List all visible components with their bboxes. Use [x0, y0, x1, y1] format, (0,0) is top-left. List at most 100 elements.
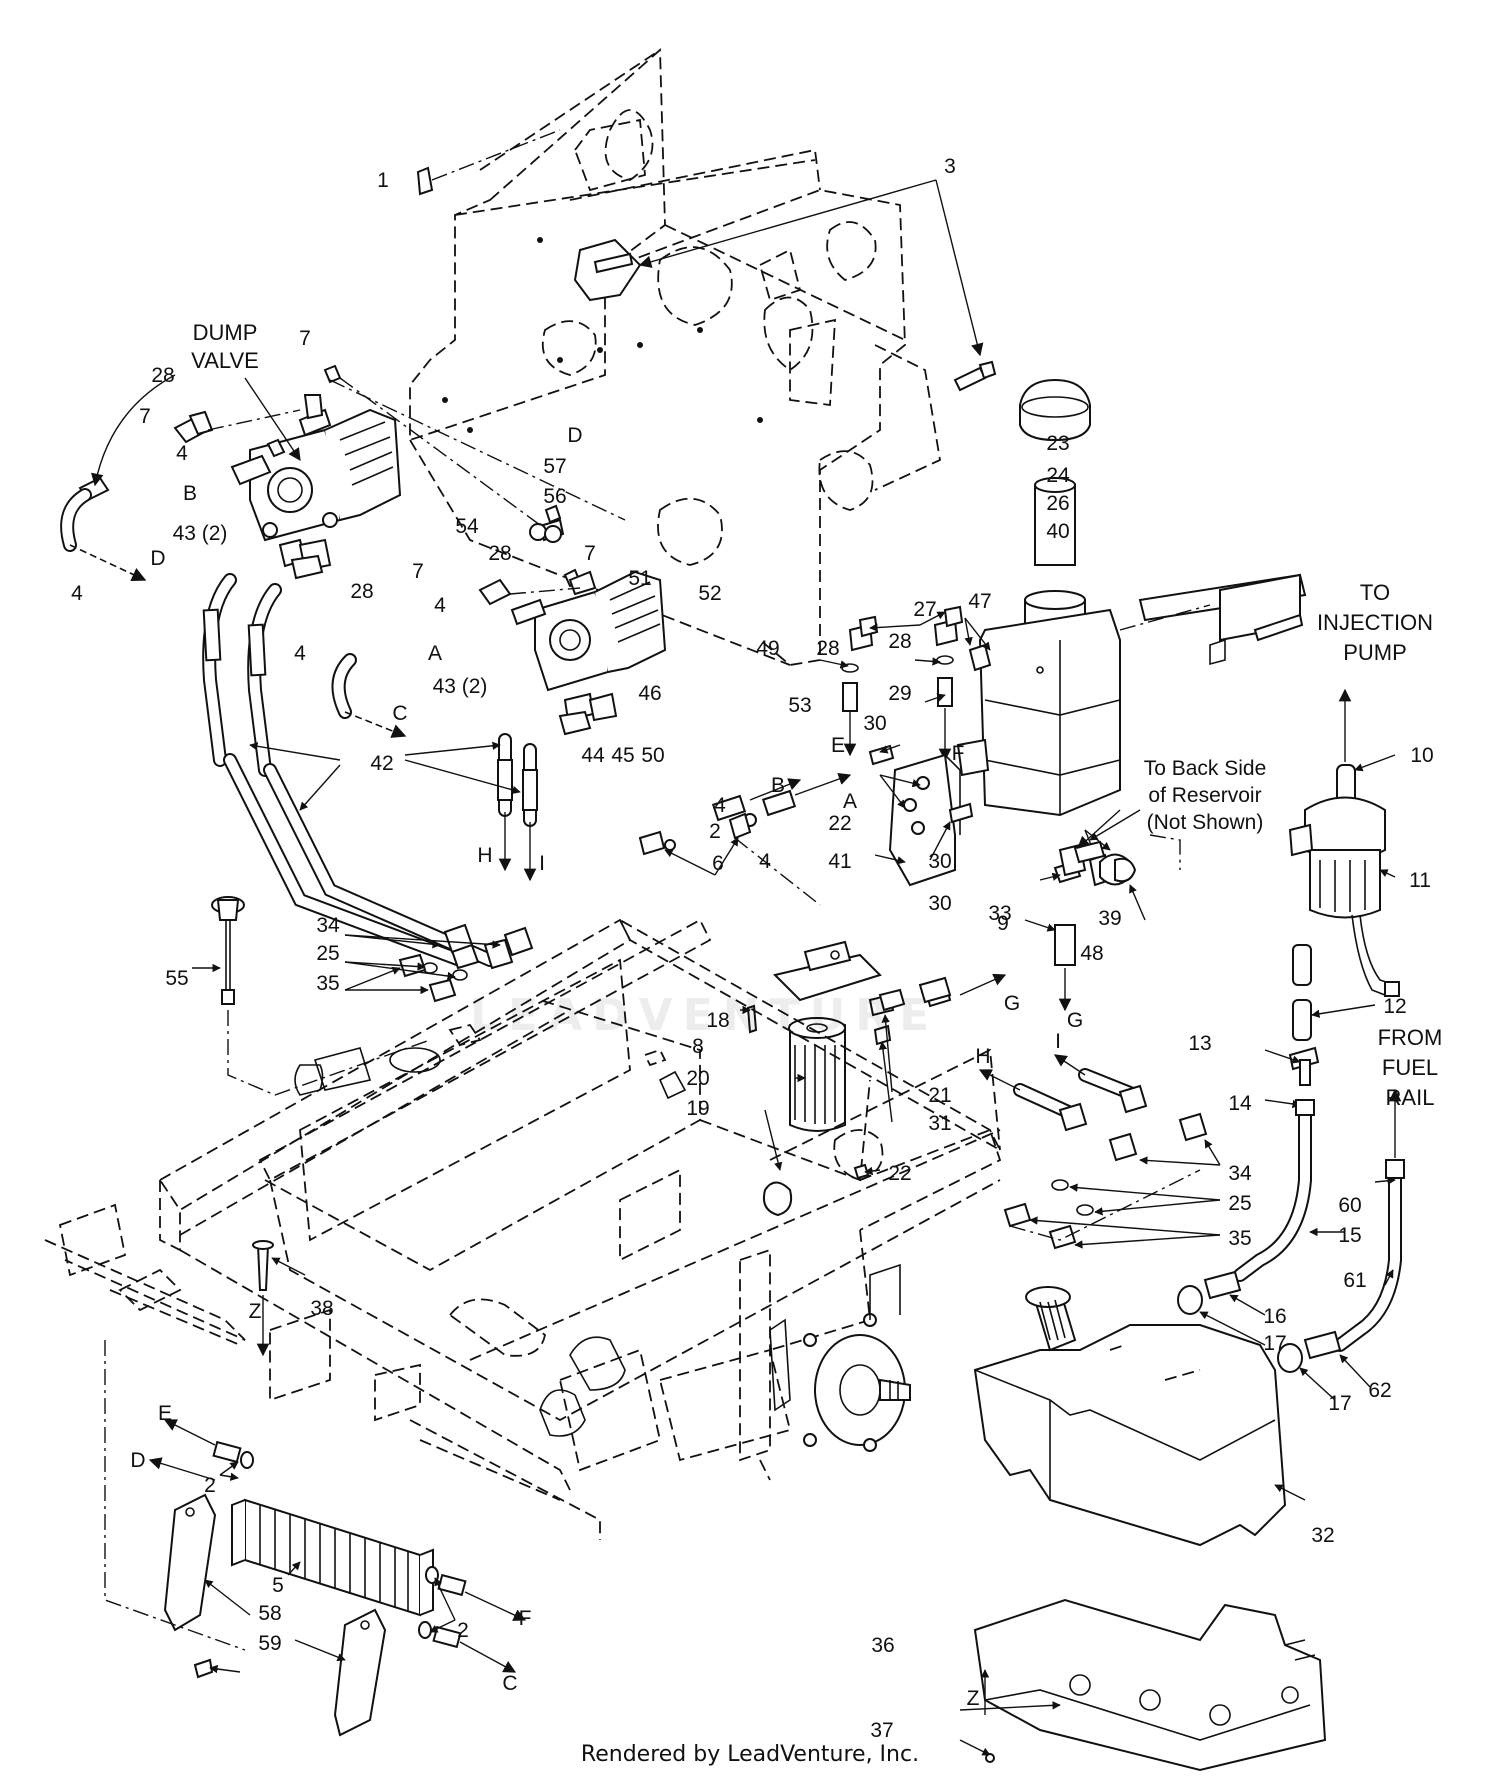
callout-label: 5 [272, 1574, 284, 1597]
fittings-34-25-35-left [344, 923, 534, 1003]
callout-label: 40 [1046, 520, 1069, 543]
callout-label: I [1055, 1030, 1061, 1053]
callout-label: H [477, 844, 492, 867]
from-fuel-label-1: FROM [1378, 1025, 1443, 1050]
callout-label: 7 [584, 542, 596, 565]
fitting-9-g [918, 809, 1181, 1012]
callout-label: 30 [863, 712, 886, 735]
text-labels: DUMP VALVE TO INJECTION PUMP FROM FUEL R… [191, 320, 1442, 1110]
callout-label: 28 [151, 364, 174, 387]
callout-label: 39 [1098, 907, 1121, 930]
callout-label: 2 [709, 820, 721, 843]
callout-label: 32 [1311, 1524, 1334, 1547]
callout-label: 24 [1046, 464, 1070, 487]
callout-label: 7 [139, 405, 151, 428]
center-fittings [638, 772, 852, 906]
callout-label: I [539, 852, 545, 875]
reservoir-bracket-40 [1119, 573, 1307, 666]
part-1-clip [416, 129, 561, 196]
callout-label: 28 [816, 637, 839, 660]
reservoir-fittings [819, 605, 991, 762]
callout-label: D [567, 424, 582, 447]
fuel-return-line [1333, 1088, 1405, 1352]
main-frame-bulkhead [409, 48, 942, 666]
back-side-label-1: To Back Side [1144, 757, 1267, 780]
hydraulic-pump-upper [249, 394, 402, 542]
callout-label: E [158, 1402, 172, 1425]
to-injection-label-2: INJECTION [1317, 610, 1433, 635]
callout-label: Z [967, 1687, 980, 1710]
callout-label: 12 [1383, 995, 1406, 1018]
callout-label: 28 [350, 580, 373, 603]
callout-label: 56 [543, 485, 566, 508]
back-side-label-2: of Reservoir [1148, 784, 1261, 807]
from-fuel-label-2: FUEL [1382, 1055, 1438, 1080]
callout-label: G [1004, 992, 1020, 1015]
callout-label: 52 [698, 582, 721, 605]
callout-label: 43 (2) [173, 522, 228, 545]
callout-label: 51 [628, 567, 651, 590]
dipstick-55 [192, 896, 431, 1096]
callout-label: 45 [611, 744, 634, 767]
callout-label: 28 [888, 630, 911, 653]
hose-4-left [60, 374, 176, 582]
callout-label: 23 [1046, 432, 1069, 455]
callout-label: 3 [944, 155, 956, 178]
callout-label: 15 [1338, 1224, 1361, 1247]
callout-label: 61 [1343, 1269, 1366, 1292]
callout-label: 48 [1080, 942, 1103, 965]
callout-label: E [831, 734, 845, 757]
callout-label: 50 [641, 744, 664, 767]
callout-label: 62 [1368, 1379, 1391, 1402]
hydraulic-hoses-h-i [249, 733, 538, 882]
callout-label: 46 [638, 682, 661, 705]
callout-label: 4 [294, 642, 306, 665]
callout-label: 54 [455, 515, 479, 538]
callout-label: 38 [310, 1297, 333, 1320]
reservoir-side-connector [1058, 809, 1121, 877]
bolt-38 [252, 1240, 306, 1357]
callout-label: 49 [756, 637, 779, 660]
callout-label: G [1067, 1009, 1083, 1032]
hydraulic-hoses-42 [202, 573, 514, 970]
callout-label: 19 [686, 1097, 709, 1120]
callout-label: 44 [581, 744, 605, 767]
callout-label: 25 [316, 942, 339, 965]
callout-label: 37 [870, 1719, 893, 1742]
callout-label: C [392, 702, 407, 725]
callout-label: 43 (2) [433, 675, 488, 698]
hydraulic-reservoir [956, 378, 1121, 817]
callout-label: H [975, 1045, 990, 1068]
callout-label: 57 [543, 455, 566, 478]
lower-chassis-frame [44, 917, 1003, 1540]
callout-label: C [502, 1672, 517, 1695]
oil-cooler-5 [104, 1340, 527, 1737]
filter-bracket-41 [868, 744, 974, 887]
callout-label: 11 [1409, 869, 1431, 892]
callout-label: 13 [1188, 1032, 1211, 1055]
callout-label: A [428, 642, 442, 665]
callout-label: B [771, 774, 785, 797]
callout-label: 7 [412, 560, 424, 583]
callout-label: 58 [258, 1602, 281, 1625]
callout-label: 4 [759, 850, 771, 873]
callout-label: 4 [434, 594, 446, 617]
callout-label: 10 [1410, 744, 1433, 767]
fuel-filter-11 [1233, 688, 1400, 1282]
callout-label: 22 [888, 1162, 911, 1185]
callout-label: F [519, 1607, 532, 1630]
callout-label: 8 [692, 1035, 704, 1058]
callout-label: A [843, 790, 857, 813]
part-3-bolts [573, 179, 997, 392]
callout-label: 33 [988, 902, 1011, 925]
to-injection-label-3: PUMP [1343, 640, 1407, 665]
callout-label: 53 [788, 694, 811, 717]
callout-label: 34 [1228, 1162, 1252, 1185]
from-fuel-label-3: RAIL [1386, 1085, 1435, 1110]
footer-credit: Rendered by LeadVenture, Inc. [580, 1742, 920, 1767]
callout-label: 1 [377, 169, 389, 192]
callout-label: 36 [871, 1634, 894, 1657]
callout-label: 47 [968, 590, 991, 613]
hydraulic-pump-lower [478, 568, 667, 736]
